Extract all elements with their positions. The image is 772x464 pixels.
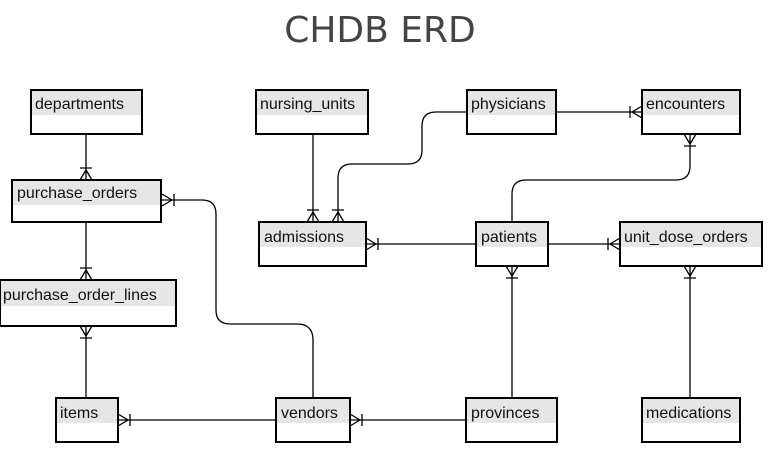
crowfoot-vendors-right <box>349 413 363 427</box>
crowfoot-admissions-right <box>365 237 379 251</box>
entity-provinces-label: provinces <box>471 405 539 422</box>
cardinality-markers <box>79 105 697 427</box>
relationships <box>85 111 691 421</box>
entity-purchase-order-lines[interactable]: purchase_order_lines <box>0 279 177 327</box>
diagram-title: CHDB ERD <box>284 10 476 51</box>
entity-items-label: items <box>60 405 98 422</box>
crowfoot-encounters-bottom <box>683 133 697 147</box>
entity-nursing-units[interactable]: nursing_units <box>255 89 369 135</box>
crowfoot-encounters-left <box>629 105 643 119</box>
entity-departments[interactable]: departments <box>30 89 143 135</box>
entity-departments-label: departments <box>35 96 124 113</box>
entity-nursing-units-label: nursing_units <box>260 96 355 113</box>
entity-vendors[interactable]: vendors <box>275 397 351 443</box>
entity-items[interactable]: items <box>55 397 119 443</box>
crowfoot-purchase-orders-right <box>161 193 175 207</box>
rel-vendors-purchase-orders <box>162 199 314 398</box>
entity-purchase-orders-label: purchase_orders <box>17 185 137 202</box>
rel-physicians-admissions <box>337 111 467 222</box>
entity-unit-dose-orders-label: unit_dose_orders <box>624 229 748 246</box>
crowfoot-admissions-top-right <box>331 209 345 223</box>
crowfoot-unit-dose-orders-bottom <box>683 265 697 279</box>
entity-purchase-order-lines-label: purchase_order_lines <box>3 287 157 304</box>
crowfoot-patients-bottom <box>505 265 519 279</box>
entity-encounters[interactable]: encounters <box>641 89 741 135</box>
entity-vendors-label: vendors <box>281 405 338 422</box>
entity-provinces[interactable]: provinces <box>465 397 558 443</box>
crowfoot-items-right <box>117 413 131 427</box>
entity-patients[interactable]: patients <box>475 221 549 267</box>
crowfoot-purchase-orders-top <box>79 167 93 181</box>
entity-medications[interactable]: medications <box>641 397 741 443</box>
entity-encounters-label: encounters <box>646 96 725 113</box>
crowfoot-admissions-top-left <box>306 209 320 223</box>
entity-unit-dose-orders[interactable]: unit_dose_orders <box>619 221 763 267</box>
entity-purchase-orders[interactable]: purchase_orders <box>11 179 162 223</box>
crowfoot-purchase-order-lines-top <box>79 267 93 281</box>
entity-medications-label: medications <box>646 405 731 422</box>
entity-physicians[interactable]: physicians <box>466 89 557 135</box>
crowfoot-unit-dose-orders-left <box>607 237 621 251</box>
entity-physicians-label: physicians <box>471 96 546 113</box>
entity-patients-label: patients <box>481 229 537 246</box>
entity-admissions-label: admissions <box>264 229 344 246</box>
crowfoot-purchase-order-lines-bottom <box>79 325 93 339</box>
rel-encounters-patients <box>511 134 691 222</box>
entity-admissions[interactable]: admissions <box>258 221 367 267</box>
